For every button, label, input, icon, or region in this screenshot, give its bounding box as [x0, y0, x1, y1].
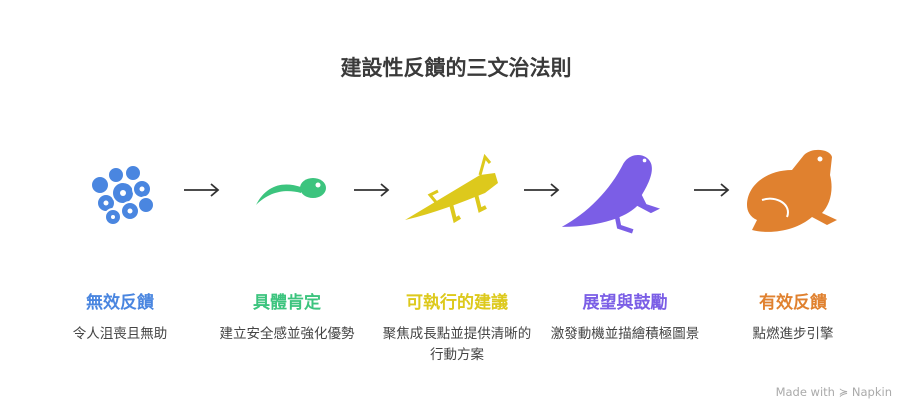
frog-eggs-icon: [90, 164, 155, 226]
arrow-right-icon: [524, 183, 560, 197]
page-title: 建設性反饋的三文治法則: [340, 56, 572, 80]
stage-title: 展望與鼓勵: [582, 293, 668, 313]
stage-title: 具體肯定: [253, 293, 321, 313]
tadpole-icon: [256, 178, 326, 205]
stage-description: 建立安全感並強化優勢: [219, 326, 355, 342]
young-frog-icon: [561, 154, 660, 234]
stage-description: 點燃進步引擎: [752, 326, 834, 342]
stage-description: 激發動機並描繪積極圖景: [550, 326, 700, 342]
stage-description: 令人沮喪且無助: [72, 326, 168, 342]
stage-title: 有效反饋: [759, 293, 827, 313]
arrow-right-icon: [354, 183, 390, 197]
arrow-right-icon: [694, 183, 730, 197]
stage-title: 無效反饋: [86, 293, 154, 313]
napkin-credit: Made with ≽ Napkin: [775, 385, 892, 399]
stage-title: 可執行的建議: [406, 293, 508, 313]
arrow-right-icon: [184, 183, 220, 197]
frog-icon: [747, 149, 837, 232]
stage-description: 聚焦成長點並提供清晰的行動方案: [382, 326, 532, 363]
tadpole-legs-icon: [405, 153, 498, 224]
